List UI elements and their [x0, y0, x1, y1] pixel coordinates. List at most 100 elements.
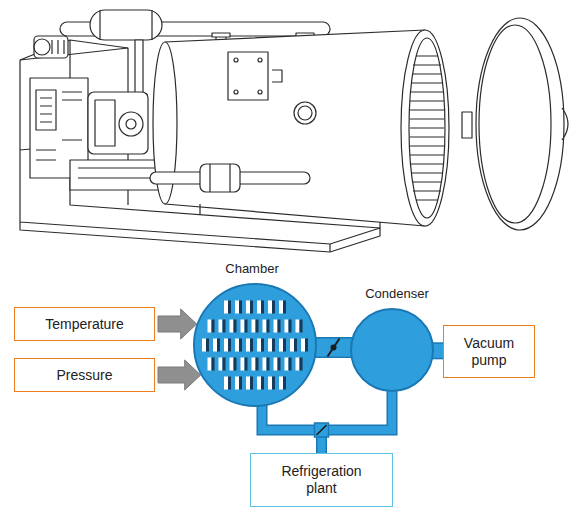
shelf-bar — [235, 301, 239, 314]
door-part — [479, 25, 551, 223]
lower-piping — [150, 164, 310, 192]
shelf-bar-shadow — [294, 339, 297, 352]
shelf-bar-shadow — [272, 339, 275, 352]
shelf-bar — [219, 320, 223, 333]
motor-part — [52, 40, 64, 54]
door-part — [476, 18, 564, 230]
shelf-bar-shadow — [234, 358, 237, 371]
shelf-bar-shadow — [283, 301, 286, 314]
shelf-bar-shadow — [217, 339, 220, 352]
pipe-body — [262, 404, 322, 453]
shelf-bar-shadow — [228, 301, 231, 314]
shelf-bar-shadow — [212, 320, 215, 333]
shelf-bar — [290, 339, 294, 352]
signal-arrow — [158, 309, 197, 339]
control-cabinet-part — [36, 90, 56, 130]
shelf-bar-shadow — [261, 377, 264, 390]
valve-symbol — [328, 339, 340, 357]
shelf-bar — [224, 377, 228, 390]
shelf-bar-shadow — [250, 377, 253, 390]
shelf-bar — [268, 301, 272, 314]
chamber-cylinder-part — [234, 58, 238, 62]
chamber-circle: Chamber — [193, 283, 317, 407]
top-piping-part — [90, 10, 162, 40]
shelf-bar-shadow — [256, 320, 259, 333]
block-arrow — [158, 309, 197, 339]
pipe-wall — [322, 389, 393, 453]
shelf-bar — [296, 358, 300, 371]
vessel-circle — [351, 309, 433, 391]
process-box: Temperature — [14, 307, 155, 341]
shelf-bar — [208, 320, 212, 333]
top-piping-part — [100, 10, 152, 40]
shelf-bar — [257, 301, 261, 314]
control-cabinet-part — [36, 92, 82, 160]
shelf-bar — [252, 320, 256, 333]
shelf-bar — [263, 320, 267, 333]
freeze-dryer-illustration — [0, 0, 581, 256]
shelf-bar-shadow — [278, 320, 281, 333]
shelf-bar — [246, 339, 250, 352]
condenser-circle: Condenser — [350, 308, 434, 392]
base-frame-part — [329, 244, 330, 252]
shelf-bar-shadow — [272, 301, 275, 314]
chamber-cylinder-part — [401, 30, 449, 226]
shelf-bar-shadow — [250, 301, 253, 314]
shelf-bar-shadow — [305, 339, 308, 352]
motor — [34, 36, 68, 58]
lower-piping-part — [210, 164, 230, 192]
shelf-bar-shadow — [239, 301, 242, 314]
shelf-bar — [235, 339, 239, 352]
chamber-cylinder-part — [409, 38, 445, 218]
pipe — [262, 404, 322, 453]
shelf-bar — [252, 358, 256, 371]
chamber-cylinder-part — [234, 90, 238, 94]
shelf-bar-shadow — [289, 358, 292, 371]
process-box: Vacuum pump — [443, 325, 535, 378]
shelf-bar-shadow — [283, 339, 286, 352]
shelf-bar — [279, 301, 283, 314]
shelf-bar — [241, 320, 245, 333]
shelf-bar — [268, 339, 272, 352]
motor-part — [34, 39, 50, 55]
shelf-bar — [224, 339, 228, 352]
valve-disc — [317, 425, 327, 435]
box-label: Refrigeration plant — [272, 463, 372, 497]
shelf-bar — [268, 377, 272, 390]
vacuum-pump-unit-part — [119, 112, 143, 136]
shelf-bar — [230, 358, 234, 371]
chamber-cylinder-part — [410, 56, 444, 200]
pipe-body — [314, 339, 353, 357]
shelf-bar-shadow — [239, 377, 242, 390]
signal-arrow — [158, 360, 201, 390]
vacuum-pump-unit-part — [88, 92, 148, 154]
shelf-bar — [213, 339, 217, 352]
shelf-bar — [279, 339, 283, 352]
chamber-cylinder-part — [298, 106, 312, 120]
control-cabinet-part — [40, 98, 52, 122]
pipe-body — [322, 389, 393, 453]
pipe-wall — [262, 404, 322, 453]
shelf-bar-shadow — [212, 358, 215, 371]
shelf-bar — [263, 358, 267, 371]
shelf-bar-shadow — [261, 339, 264, 352]
box-label: Pressure — [56, 367, 112, 384]
shelf-bar-shadow — [272, 377, 275, 390]
shelf-bar — [235, 377, 239, 390]
shelf-bar — [219, 358, 223, 371]
door-part — [562, 108, 568, 140]
valve-body — [315, 423, 329, 437]
shelf-bar — [285, 358, 289, 371]
shelf-bar-shadow — [206, 339, 209, 352]
shelf-bar-shadow — [239, 339, 242, 352]
process-box: Refrigeration plant — [250, 453, 393, 507]
circle-outline — [193, 283, 317, 407]
shelf-bar-shadow — [267, 358, 270, 371]
chamber-cylinder-part — [294, 102, 316, 124]
shelf-bar-shadow — [283, 377, 286, 390]
chamber-cylinder-part — [272, 70, 282, 82]
chamber-cylinder-part — [258, 90, 262, 94]
shelf-bar — [246, 377, 250, 390]
